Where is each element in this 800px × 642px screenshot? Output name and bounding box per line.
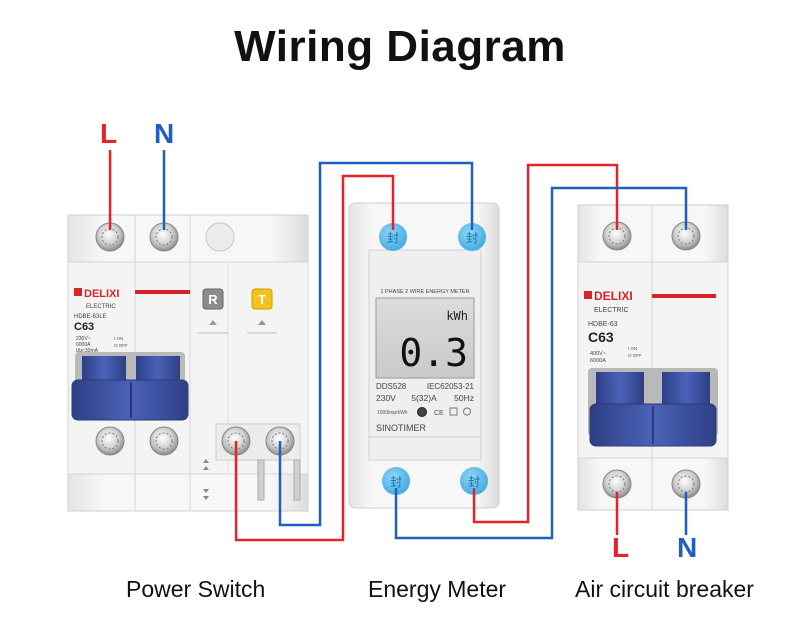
ps-spec: 230V~ — [76, 336, 91, 342]
screw-icon — [95, 222, 125, 252]
test-port-icon — [205, 222, 235, 252]
meter-model: DDS528 — [376, 382, 407, 391]
meter-frequency: 50Hz — [454, 393, 474, 403]
reset-button[interactable]: R — [202, 288, 224, 310]
ps-spec: IΔn:30mA — [76, 348, 99, 354]
svg-text:封: 封 — [387, 231, 399, 245]
acb-switch-handle[interactable] — [588, 368, 718, 447]
logo-mark-icon — [74, 288, 82, 296]
ce-mark-icon: CE — [434, 410, 444, 417]
acb-brand: DELIXI — [594, 289, 633, 303]
meter-brand: SINOTIMER — [376, 423, 427, 433]
svg-text:封: 封 — [468, 475, 480, 489]
lcd-unit: kWh — [446, 309, 468, 323]
terminal-pin — [293, 459, 301, 501]
acb-on-mark: I ON — [628, 346, 637, 351]
meter-current: 5(32)A — [411, 393, 437, 403]
red-stripe — [135, 290, 190, 294]
acb-spec: 400V~ — [590, 351, 606, 357]
ps-spec: 6000A — [76, 342, 91, 348]
meter-standard: IEC62053-21 — [427, 382, 475, 391]
ps-switch-handle[interactable] — [71, 352, 189, 421]
lcd-reading: 0.3 — [399, 331, 468, 375]
bottom-live-label: L — [612, 532, 630, 563]
din-clip-arrows-icon — [203, 459, 209, 500]
ps-brand: DELIXI — [84, 288, 119, 300]
svg-text:封: 封 — [390, 475, 402, 489]
up-arrow-icon — [258, 320, 266, 325]
reset-button-label: R — [208, 292, 218, 307]
ps-on-mark: I ON — [114, 336, 123, 341]
wire-switch-to-meter-neutral — [278, 161, 474, 527]
wire-meter-to-breaker-neutral — [394, 186, 688, 540]
air-breaker-device: DELIXI ELECTRIC HDBE-63 C63 400V~ 6000A … — [577, 204, 729, 511]
seal-cap-icon: 封 — [379, 223, 407, 251]
pulse-led-icon — [417, 407, 427, 417]
screw-icon — [149, 426, 179, 456]
bottom-neutral-label: N — [677, 532, 698, 563]
caption-power-switch: Power Switch — [126, 576, 266, 602]
red-stripe — [652, 294, 716, 298]
power-switch-device: DELIXI ELECTRIC HDBE-63LE C63 230V~ 6000… — [67, 214, 309, 512]
ps-rating: C63 — [74, 321, 94, 333]
ps-brand-sub: ELECTRIC — [86, 304, 116, 310]
acb-model: HDBE-63 — [588, 321, 618, 328]
lcd-display — [375, 297, 475, 379]
seal-cap-icon: 封 — [382, 467, 410, 495]
wire-switch-to-meter-live — [234, 174, 395, 542]
double-insulation-icon — [449, 407, 458, 416]
meter-voltage: 230V — [376, 393, 396, 403]
logo-mark-icon — [584, 291, 592, 299]
wire-meter-to-breaker-live — [472, 163, 619, 524]
caption-energy-meter: Energy Meter — [368, 576, 507, 602]
acb-brand-sub: ELECTRIC — [594, 307, 629, 314]
meter-header: 1 PHASE 2 WIRE ENERGY METER — [380, 289, 469, 295]
seal-cap-icon: 封 — [460, 467, 488, 495]
ps-off-mark: O OFF — [114, 343, 128, 348]
ps-model: HDBE-63LE — [74, 314, 107, 320]
seal-cap-icon: 封 — [458, 223, 486, 251]
meter-constant: 1000imp/kWh — [377, 410, 408, 416]
caption-air-breaker: Air circuit breaker — [575, 576, 754, 602]
page-title: Wiring Diagram — [234, 22, 566, 71]
terminal-pin — [257, 459, 265, 501]
test-button[interactable]: T — [251, 288, 273, 310]
test-button-label: T — [258, 292, 266, 307]
top-live-label: L — [100, 118, 118, 149]
acb-rating: C63 — [588, 329, 614, 345]
top-neutral-label: N — [154, 118, 175, 149]
energy-meter-device: 1 PHASE 2 WIRE ENERGY METER kWh 0.3 DDS5… — [348, 202, 500, 509]
screw-icon — [95, 426, 125, 456]
wires — [108, 150, 688, 542]
info-mark-icon — [463, 407, 471, 416]
svg-text:封: 封 — [466, 231, 478, 245]
acb-spec: 6000A — [590, 358, 606, 364]
acb-off-mark: O OFF — [628, 353, 642, 358]
up-arrow-icon — [209, 320, 217, 325]
